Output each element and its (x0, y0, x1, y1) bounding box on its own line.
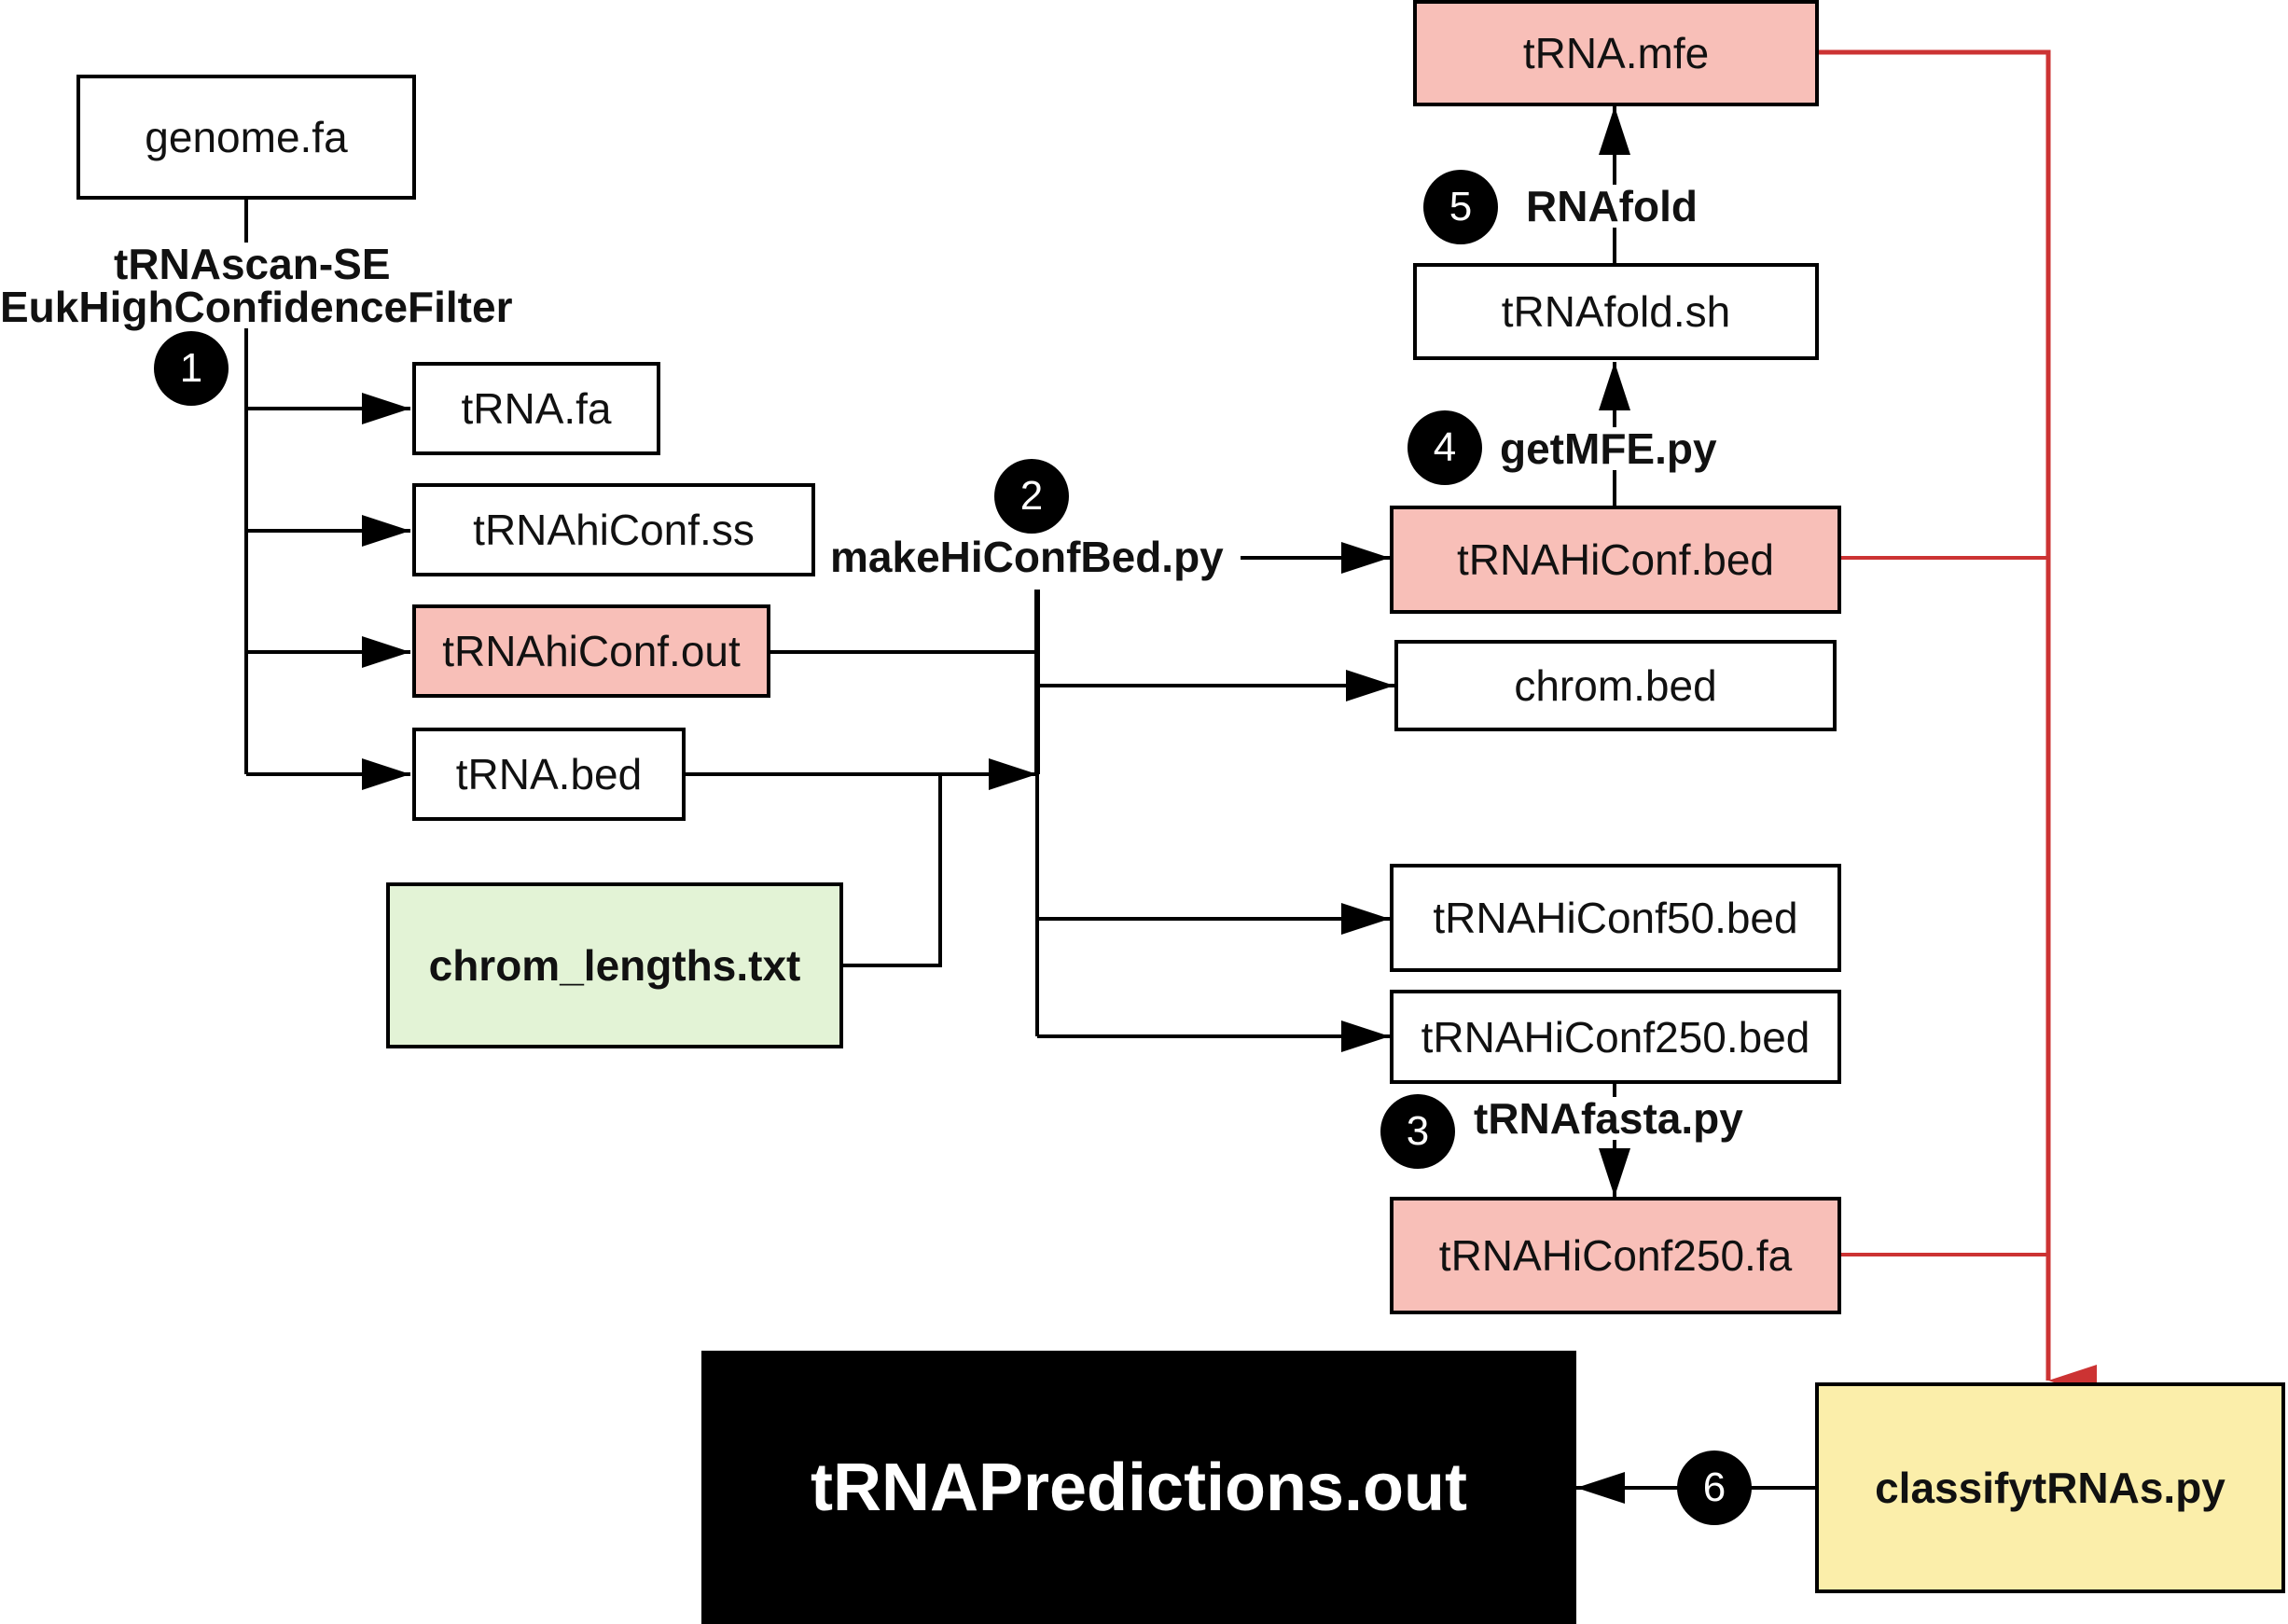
step-badge-4: 4 (1407, 410, 1482, 485)
node-trnahiconf-out[interactable]: tRNAhiConf.out (412, 604, 770, 698)
node-trnahiconf-bed[interactable]: tRNAHiConf.bed (1390, 506, 1841, 614)
node-trnahiconf250-fa[interactable]: tRNAHiConf250.fa (1390, 1197, 1841, 1314)
node-trna-bed[interactable]: tRNA.bed (412, 728, 686, 821)
node-chrom-lengths[interactable]: chrom_lengths.txt (386, 882, 843, 1048)
node-trna-fa[interactable]: tRNA.fa (412, 362, 660, 455)
node-genome-fa[interactable]: genome.fa (76, 75, 416, 200)
step4-label: getMFE.py (1500, 424, 1717, 473)
step1-label-line2: EukHighConfidenceFilter (0, 283, 513, 331)
step5-label: RNAfold (1526, 182, 1698, 230)
step2-label: makeHiConfBed.py (830, 533, 1224, 581)
step1-label-line1: tRNAscan-SE (114, 240, 391, 288)
node-trnahiconf250-bed[interactable]: tRNAHiConf250.bed (1390, 990, 1841, 1084)
step-badge-1: 1 (154, 331, 229, 406)
node-chrom-bed[interactable]: chrom.bed (1394, 640, 1837, 731)
step-badge-3: 3 (1380, 1094, 1455, 1169)
step3-label: tRNAfasta.py (1474, 1094, 1743, 1143)
step-badge-5: 5 (1423, 170, 1498, 244)
node-trna-predictions[interactable]: tRNAPredictions.out (701, 1351, 1576, 1624)
edge-chrom-lengths-to-step2 (841, 774, 942, 967)
step-badge-2: 2 (994, 459, 1069, 534)
node-trnahiconf-ss[interactable]: tRNAhiConf.ss (412, 483, 815, 576)
node-classify-trnas[interactable]: classifytRNAs.py (1815, 1382, 2285, 1593)
node-trnafold-sh[interactable]: tRNAfold.sh (1413, 263, 1819, 360)
step-badge-6: 6 (1677, 1450, 1752, 1525)
node-trnahiconf50-bed[interactable]: tRNAHiConf50.bed (1390, 864, 1841, 972)
edge-mfe-to-classify (1817, 49, 2097, 1396)
node-trna-mfe[interactable]: tRNA.mfe (1413, 0, 1819, 106)
